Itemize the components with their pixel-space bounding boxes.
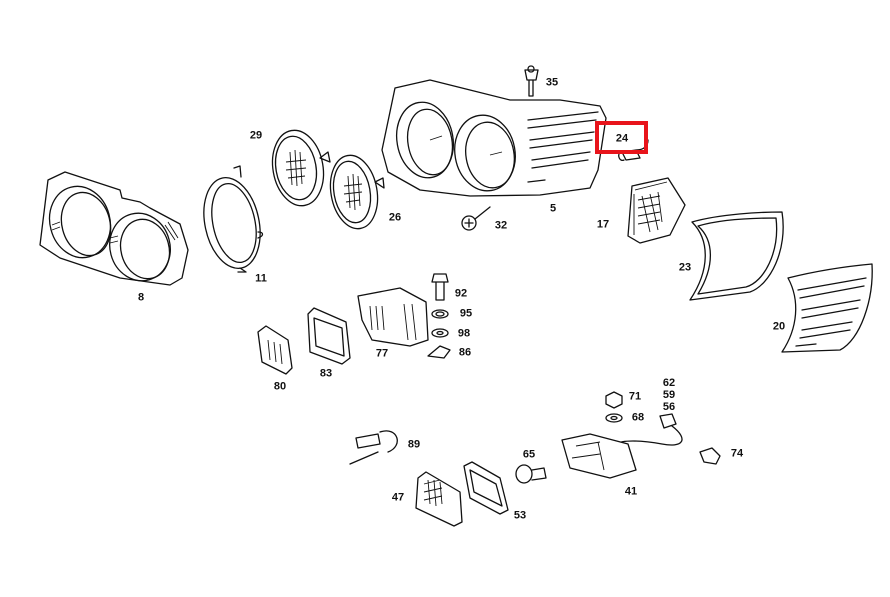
part-89-bulbholder-drawing (349, 430, 398, 465)
part-65-bulb-drawing (515, 464, 547, 484)
part-32-screw-drawing (461, 206, 491, 231)
part-41-signal-housing-drawing (561, 433, 637, 479)
part-53-gasket-drawing (463, 461, 509, 515)
callout-11[interactable]: 11 (255, 272, 267, 285)
callout-65[interactable]: 65 (522, 448, 536, 461)
callout-35[interactable]: 35 (545, 76, 559, 89)
part-98-washer-drawing (431, 328, 449, 338)
part-26-lamp-drawing (329, 154, 385, 230)
part-5-housing-drawing (381, 79, 607, 197)
callout-71[interactable]: 71 (628, 390, 642, 403)
part-62-59-56-connector-drawing (615, 413, 683, 446)
callout-80[interactable]: 80 (273, 380, 287, 393)
part-71-nut-drawing (605, 391, 623, 409)
callout-stack-62-59-56: 62 59 56 (663, 377, 675, 413)
part-86-clip-drawing (427, 345, 451, 359)
part-20-lens-drawing (781, 263, 873, 353)
part-11-ring-drawing (203, 165, 264, 273)
callout-24[interactable]: 24 (615, 132, 629, 145)
callout-92[interactable]: 92 (454, 287, 468, 300)
callout-98[interactable]: 98 (457, 327, 471, 340)
callout-74[interactable]: 74 (730, 447, 744, 460)
part-8-frame-drawing (39, 171, 189, 286)
part-23-gasket-drawing (689, 211, 784, 301)
part-47-lens-drawing (415, 471, 463, 527)
highlight-box-part-24 (595, 121, 648, 154)
callout-95[interactable]: 95 (459, 307, 473, 320)
callout-77[interactable]: 77 (375, 347, 389, 360)
callout-20[interactable]: 20 (772, 320, 786, 333)
callout-89[interactable]: 89 (407, 438, 421, 451)
part-35-clip-drawing (524, 65, 539, 97)
part-77-foglamp-drawing (357, 287, 429, 347)
callout-56[interactable]: 56 (662, 401, 676, 413)
callout-8[interactable]: 8 (137, 291, 145, 304)
part-83-gasket-drawing (307, 307, 351, 365)
callout-86[interactable]: 86 (458, 346, 472, 359)
part-74-clip-drawing (699, 447, 721, 465)
callout-68[interactable]: 68 (631, 411, 645, 424)
part-68-washer-drawing (605, 413, 623, 423)
part-17-lens-drawing (627, 177, 686, 244)
part-80-lens-drawing (257, 325, 293, 375)
callout-83[interactable]: 83 (319, 367, 333, 380)
callout-62[interactable]: 62 (662, 377, 676, 389)
callout-26[interactable]: 26 (388, 211, 402, 224)
callout-47[interactable]: 47 (391, 491, 405, 504)
part-29-lamp-drawing (271, 129, 331, 207)
callout-53[interactable]: 53 (513, 509, 527, 522)
callout-17[interactable]: 17 (596, 218, 610, 231)
callout-5[interactable]: 5 (549, 202, 557, 215)
callout-23[interactable]: 23 (678, 261, 692, 274)
callout-29[interactable]: 29 (249, 129, 263, 142)
part-92-bolt-drawing (431, 273, 449, 301)
part-95-washer-drawing (431, 309, 449, 319)
callout-32[interactable]: 32 (494, 219, 508, 232)
callout-59[interactable]: 59 (662, 389, 676, 401)
callout-41[interactable]: 41 (624, 485, 638, 498)
